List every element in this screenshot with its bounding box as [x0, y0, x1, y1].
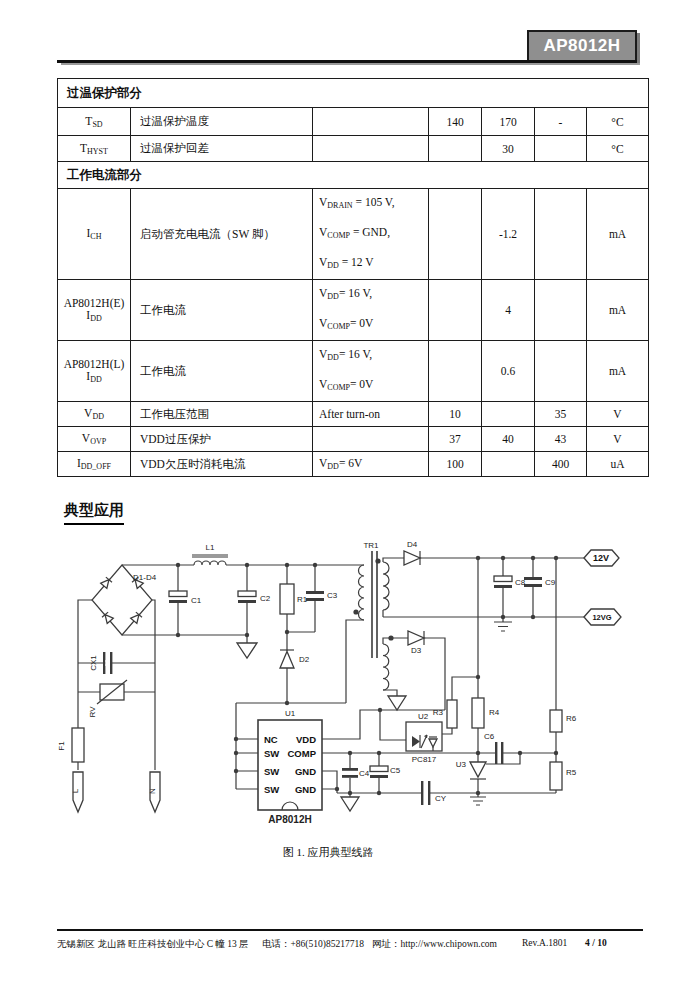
pin-vdd: VDD: [296, 734, 316, 745]
capacitor-c9: [524, 558, 542, 617]
label-c2: C2: [260, 594, 271, 603]
junction-dots: [176, 556, 558, 795]
cell-conditions: VDD= 16 V,VCOMP= 0V: [313, 280, 429, 341]
inductor-l1: [192, 554, 228, 565]
secondary-phase-dot: [375, 558, 380, 563]
diode-d2: [280, 632, 294, 703]
cell-description: VDD欠压时消耗电流: [131, 452, 313, 477]
input-filter-section: [122, 554, 364, 703]
cell-unit: V: [587, 402, 649, 427]
section-label: 过温保护部分: [58, 79, 649, 108]
cell-conditions: [313, 108, 429, 136]
cell-min: 100: [429, 452, 482, 477]
label-d3: D3: [411, 646, 422, 655]
cell-min: 140: [429, 108, 482, 136]
pin-nc: NC: [264, 734, 278, 745]
table-data-row: AP8012H(L)IDD工作电流VDD= 16 V,VCOMP= 0V0.6m…: [58, 341, 649, 402]
label-l1: L1: [206, 543, 215, 552]
pin-sw2: SW: [264, 766, 279, 777]
typical-application-heading: 典型应用: [64, 501, 124, 525]
label-rv: RV: [88, 706, 97, 718]
resistor-r1: [280, 565, 294, 632]
cell-max: [535, 341, 587, 402]
transformer-tr1: [346, 551, 408, 710]
cell-description: 工作电压范围: [131, 402, 313, 427]
capacitor-c2: [238, 565, 256, 635]
label-c4: C4: [359, 769, 370, 778]
label-l-term: L: [71, 788, 80, 793]
cell-min: [429, 136, 482, 162]
cell-conditions: [313, 427, 429, 452]
cell-symbol: AP8012H(E)IDD: [58, 280, 131, 341]
chip-name-badge: AP8012H: [527, 30, 637, 62]
label-r3: R3: [433, 708, 444, 717]
capacitor-c6: [495, 742, 503, 764]
cell-description: VDD过压保护: [131, 427, 313, 452]
cell-unit: °C: [587, 136, 649, 162]
capacitor-c1: [169, 565, 187, 635]
footer-rule: [57, 929, 643, 931]
label-c3: C3: [327, 591, 338, 600]
aux-phase-dot: [388, 635, 393, 640]
table-data-row: VDD工作电压范围After turn-on1035V: [58, 402, 649, 427]
pin-sw1: SW: [264, 748, 279, 759]
figure-caption: 图 1. 应用典型线路: [0, 845, 656, 860]
label-cx1: CX1: [89, 655, 98, 671]
cell-typ: 0.6: [482, 341, 535, 402]
footer-revision: Rev.A.1801: [522, 938, 567, 948]
cell-typ: -1.2: [482, 189, 535, 280]
cell-min: [429, 189, 482, 280]
diode-d3: [408, 631, 445, 710]
section-label: 工作电流部分: [58, 162, 649, 189]
table-section-row: 过温保护部分: [58, 79, 649, 108]
pin-sw3: SW: [264, 784, 279, 795]
capacitor-c5: [370, 753, 388, 793]
cell-unit: uA: [587, 452, 649, 477]
cell-max: 35: [535, 402, 587, 427]
cell-conditions: After turn-on: [313, 402, 429, 427]
label-c8: C8: [515, 578, 526, 587]
optocoupler-u2: [406, 722, 452, 751]
capacitor-cx1: [103, 652, 112, 674]
table-data-row: THYST过温保护回差30°C: [58, 136, 649, 162]
cell-symbol: VDD: [58, 402, 131, 427]
cell-symbol: IDD_OFF: [58, 452, 131, 477]
table-data-row: ICH启动管充电电流（SW 脚）VDRAIN = 105 V,VCOMP = G…: [58, 189, 649, 280]
diode-d4: [404, 551, 420, 565]
label-pc817: PC817: [412, 755, 437, 764]
label-u1: U1: [285, 709, 296, 718]
pin-comp: COMP: [288, 748, 317, 759]
label-c6: C6: [484, 732, 495, 741]
cell-symbol: THYST: [58, 136, 131, 162]
cell-max: -: [535, 108, 587, 136]
label-u2: U2: [418, 712, 429, 721]
label-cy: CY: [435, 794, 447, 803]
header-rule-shadow: [61, 63, 640, 65]
fuse-f1: [72, 728, 84, 762]
footer-page-number: 4 / 10: [585, 938, 607, 948]
pin-gnd2: GND: [295, 784, 316, 795]
cell-typ: [482, 402, 535, 427]
label-ap8012h: AP8012H: [268, 814, 311, 825]
cell-typ: 30: [482, 136, 535, 162]
cell-max: [535, 280, 587, 341]
cell-unit: mA: [587, 189, 649, 280]
footer-website: 网址：http://www.chipown.com: [372, 938, 497, 951]
cell-typ: 4: [482, 280, 535, 341]
cell-max: [535, 189, 587, 280]
label-d4: D4: [407, 540, 418, 549]
flag-12v: 12V: [593, 553, 609, 563]
label-f1: F1: [57, 741, 66, 751]
cell-max: 400: [535, 452, 587, 477]
cell-conditions: [313, 136, 429, 162]
table-data-row: VOVPVDD过压保护374043V: [58, 427, 649, 452]
cell-min: [429, 280, 482, 341]
label-c5: C5: [390, 766, 401, 775]
cell-description: 启动管充电电流（SW 脚）: [131, 189, 313, 280]
label-u3: U3: [456, 760, 467, 769]
table-data-row: AP8012H(E)IDD工作电流VDD= 16 V,VCOMP= 0V4mA: [58, 280, 649, 341]
label-r5: R5: [566, 768, 577, 777]
resistor-r4: [472, 558, 484, 753]
cell-typ: 170: [482, 108, 535, 136]
